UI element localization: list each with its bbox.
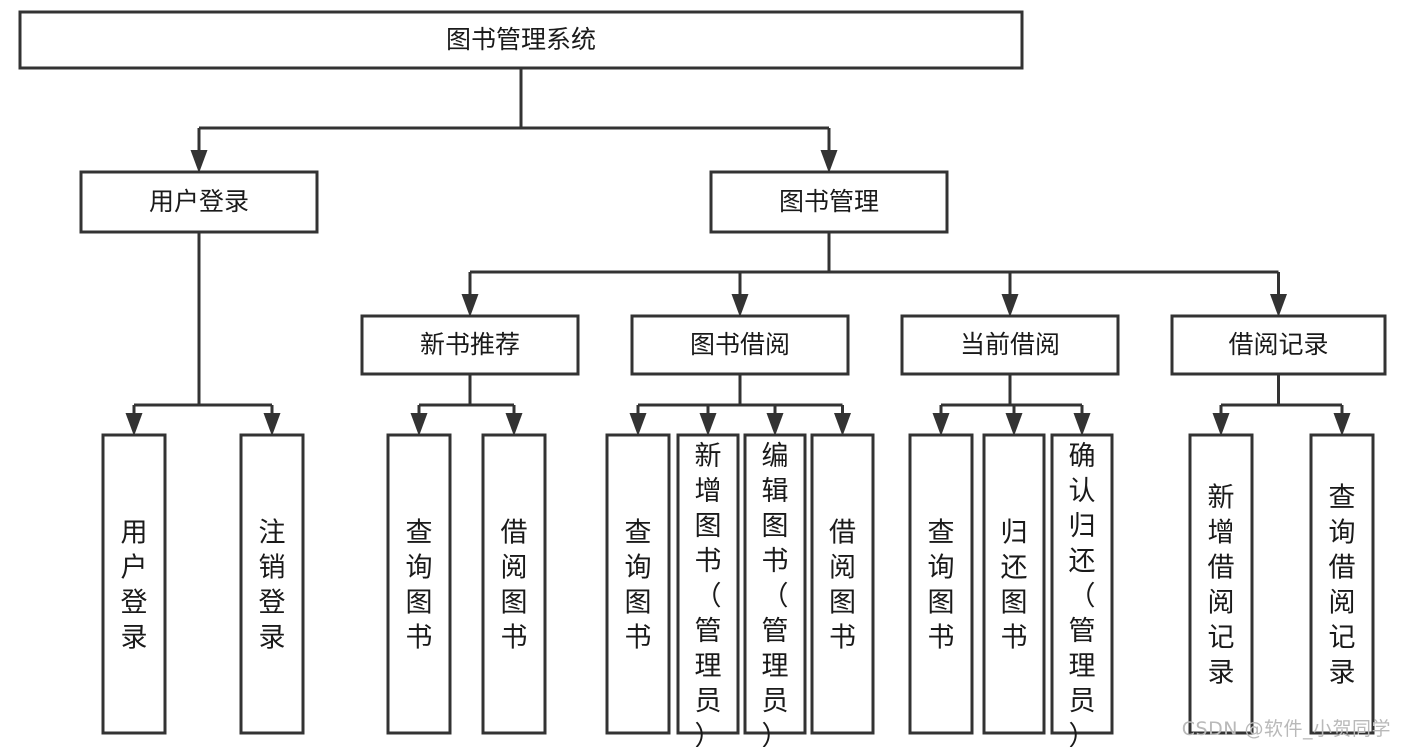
arrow-head-icon bbox=[1073, 413, 1091, 436]
connector-group-user-login bbox=[125, 232, 281, 436]
node-label: 当前借阅 bbox=[960, 330, 1060, 359]
node-box[interactable] bbox=[1050, 433, 1114, 735]
arrow-head-icon bbox=[1333, 413, 1351, 436]
connector-group-borrow-record bbox=[1212, 374, 1351, 436]
connector-group-current-borrow bbox=[932, 374, 1091, 436]
node-leaf-borrow-book-2[interactable]: 借阅图书 bbox=[810, 433, 875, 735]
connector-layer bbox=[125, 68, 1351, 436]
node-box[interactable] bbox=[18, 10, 1024, 70]
node-user-login[interactable]: 用户登录 bbox=[79, 170, 319, 234]
arrow-head-icon bbox=[263, 413, 281, 436]
arrow-head-icon bbox=[834, 413, 851, 436]
arrow-head-icon bbox=[629, 413, 647, 436]
node-box[interactable] bbox=[386, 433, 452, 735]
node-label: 用户登录 bbox=[149, 187, 249, 216]
arrow-head-icon bbox=[505, 413, 523, 436]
node-box[interactable] bbox=[1309, 433, 1375, 735]
arrow-head-icon bbox=[410, 413, 428, 436]
node-leaf-query-book-3[interactable]: 查询图书 bbox=[908, 433, 974, 735]
node-leaf-edit-book[interactable]: 编辑图书（管理员） bbox=[743, 433, 807, 747]
node-borrow-record[interactable]: 借阅记录 bbox=[1170, 314, 1387, 376]
node-box[interactable] bbox=[810, 433, 875, 735]
arrow-head-icon bbox=[1001, 294, 1019, 317]
node-label: 新增图书（管理员） bbox=[695, 441, 722, 747]
node-label: 归还图书 bbox=[1001, 517, 1028, 653]
node-current-borrow[interactable]: 当前借阅 bbox=[900, 314, 1120, 376]
connector-group-book-manage bbox=[461, 232, 1287, 317]
node-box[interactable] bbox=[360, 314, 580, 376]
node-box[interactable] bbox=[481, 433, 547, 735]
node-label: 注销登录 bbox=[259, 517, 286, 653]
arrow-head-icon bbox=[190, 150, 208, 173]
node-box[interactable] bbox=[101, 433, 167, 735]
node-label: 确认归还（管理员） bbox=[1069, 441, 1096, 747]
node-label: 查询图书 bbox=[928, 517, 955, 653]
node-leaf-confirm-return[interactable]: 确认归还（管理员） bbox=[1050, 433, 1114, 747]
arrow-head-icon bbox=[461, 294, 479, 317]
arrow-head-icon bbox=[820, 150, 838, 173]
arrow-head-icon bbox=[766, 413, 784, 436]
node-box[interactable] bbox=[1188, 433, 1254, 735]
node-book-borrow[interactable]: 图书借阅 bbox=[630, 314, 850, 376]
node-label: 图书借阅 bbox=[690, 330, 790, 359]
node-new-book-rec[interactable]: 新书推荐 bbox=[360, 314, 580, 376]
node-label: 查询图书 bbox=[406, 517, 433, 653]
node-leaf-query-book-2[interactable]: 查询图书 bbox=[605, 433, 671, 735]
node-label: 查询借阅记录 bbox=[1329, 482, 1356, 688]
node-leaf-query-book-1[interactable]: 查询图书 bbox=[386, 433, 452, 735]
node-label: 编辑图书（管理员） bbox=[762, 441, 789, 747]
node-box[interactable] bbox=[1170, 314, 1387, 376]
node-box[interactable] bbox=[709, 170, 949, 234]
arrow-head-icon bbox=[125, 413, 143, 436]
node-box[interactable] bbox=[908, 433, 974, 735]
connector-group-book-borrow bbox=[629, 374, 851, 436]
node-box[interactable] bbox=[900, 314, 1120, 376]
node-label: 新增借阅记录 bbox=[1208, 482, 1235, 688]
arrow-head-icon bbox=[1212, 413, 1230, 436]
node-label: 借阅图书 bbox=[501, 517, 528, 653]
node-layer: 图书管理系统用户登录图书管理新书推荐图书借阅当前借阅借阅记录用户登录注销登录查询… bbox=[18, 10, 1387, 747]
node-leaf-user-login[interactable]: 用户登录 bbox=[101, 433, 167, 735]
node-label: 图书管理 bbox=[779, 187, 879, 216]
connector-group-new-book-rec bbox=[410, 374, 523, 436]
arrow-head-icon bbox=[699, 413, 717, 436]
arrow-head-icon bbox=[1005, 413, 1023, 436]
node-leaf-borrow-book-1[interactable]: 借阅图书 bbox=[481, 433, 547, 735]
connector-group-root bbox=[190, 68, 838, 173]
node-box[interactable] bbox=[676, 433, 740, 735]
node-leaf-add-record[interactable]: 新增借阅记录 bbox=[1188, 433, 1254, 735]
node-root[interactable]: 图书管理系统 bbox=[18, 10, 1024, 70]
node-leaf-user-logout[interactable]: 注销登录 bbox=[239, 433, 305, 735]
node-box[interactable] bbox=[239, 433, 305, 735]
node-box[interactable] bbox=[743, 433, 807, 735]
arrow-head-icon bbox=[1270, 294, 1287, 317]
node-label: 新书推荐 bbox=[420, 330, 520, 359]
node-label: 借阅图书 bbox=[829, 517, 856, 653]
node-label: 借阅记录 bbox=[1228, 330, 1328, 359]
node-leaf-add-book[interactable]: 新增图书（管理员） bbox=[676, 433, 740, 747]
node-leaf-query-record[interactable]: 查询借阅记录 bbox=[1309, 433, 1375, 735]
node-box[interactable] bbox=[605, 433, 671, 735]
node-box[interactable] bbox=[79, 170, 319, 234]
arrow-head-icon bbox=[932, 413, 950, 436]
node-box[interactable] bbox=[982, 433, 1046, 735]
node-label: 图书管理系统 bbox=[446, 25, 596, 54]
arrow-head-icon bbox=[731, 294, 749, 317]
node-label: 用户登录 bbox=[121, 517, 148, 653]
node-leaf-return-book[interactable]: 归还图书 bbox=[982, 433, 1046, 735]
node-label: 查询图书 bbox=[625, 517, 652, 653]
node-box[interactable] bbox=[630, 314, 850, 376]
node-book-manage[interactable]: 图书管理 bbox=[709, 170, 949, 234]
